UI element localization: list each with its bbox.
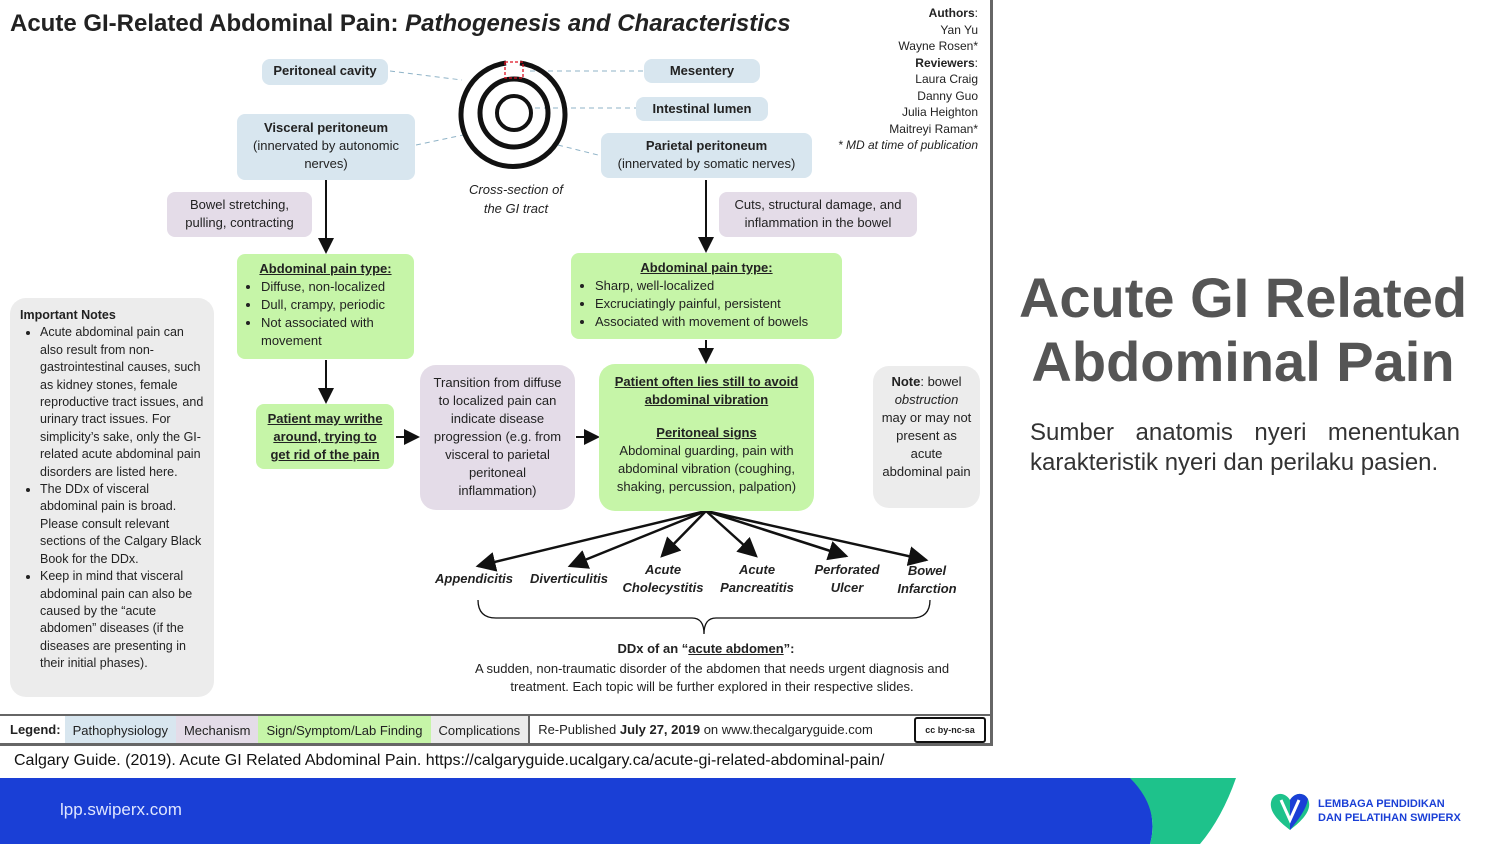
- parietal-pain-type-box: Abdominal pain type: Sharp, well-localiz…: [571, 253, 842, 339]
- parietal-pain-item: Associated with movement of bowels: [595, 313, 836, 331]
- legend-divider: [528, 716, 531, 743]
- note-label: Note: [891, 374, 921, 389]
- reviewer-name: Maitreyi Raman*: [889, 121, 978, 136]
- diagram-connectors: [318, 60, 931, 635]
- legend-complications: Complications: [430, 716, 529, 743]
- peritoneal-signs-text: Abdominal guarding, pain with abdominal …: [616, 443, 797, 494]
- legend-pathophysiology: Pathophysiology: [64, 716, 176, 743]
- credits-note: * MD at time of publication: [837, 138, 978, 152]
- footer-website[interactable]: lpp.swiperx.com: [60, 800, 182, 819]
- parietal-pain-type-title: Abdominal pain type:: [640, 260, 773, 275]
- reviewers-label: Reviewers: [915, 55, 975, 70]
- ddx-title: DDx of an “acute abdomen”:: [500, 641, 912, 656]
- note-text-b: obstruction: [894, 392, 959, 407]
- ddx-title-pre: DDx of an “: [617, 641, 689, 656]
- logo-line1: LEMBAGA PENDIDIKAN: [1318, 798, 1445, 810]
- author-name: Wayne Rosen*: [898, 39, 978, 53]
- visceral-pain-type-title: Abdominal pain type:: [259, 261, 392, 276]
- writhe-sign-text: Patient may writhe around, trying to get…: [267, 411, 383, 462]
- cc-license-icon: cc by-nc-sa: [914, 716, 986, 743]
- parietal-peritoneum-sub: (innervated by somatic nerves): [617, 156, 796, 171]
- ddx-item: Acute Pancreatitis: [720, 562, 794, 595]
- legend-sign: Sign/Symptom/Lab Finding: [258, 716, 431, 743]
- legend-bar: Legend: Pathophysiology Mechanism Sign/S…: [0, 714, 990, 743]
- intestinal-lumen-label: Intestinal lumen: [636, 97, 768, 121]
- poster-title: Acute GI-Related Abdominal Pain: Pathoge…: [10, 10, 870, 38]
- gi-cross-section-icon: [458, 60, 568, 169]
- credits: Authors: Yan Yu Wayne Rosen* Reviewers: …: [778, 5, 978, 154]
- lies-still-sign: Patient often lies still to avoid abdomi…: [614, 374, 799, 407]
- reviewer-name: Danny Guo: [917, 88, 978, 103]
- ddx-title-post: ”:: [783, 641, 795, 656]
- republished-note: Re-Published July 27, 2019 on www.thecal…: [538, 722, 873, 737]
- republished-pre: Re-Published: [538, 722, 620, 737]
- writhe-sign-box: Patient may writhe around, trying to get…: [256, 404, 394, 469]
- poster: Acute GI-Related Abdominal Pain: Pathoge…: [0, 0, 993, 746]
- parietal-peritoneum-box: Parietal peritoneum (innervated by somat…: [601, 133, 812, 178]
- parietal-pain-item: Excruciatingly painful, persistent: [595, 295, 836, 313]
- visceral-peritoneum-sub: (innervated by autonomic nerves): [253, 138, 399, 171]
- visceral-peritoneum-box: Visceral peritoneum (innervated by auton…: [237, 114, 415, 180]
- cross-section-caption: Cross-section of the GI tract: [469, 182, 563, 216]
- peritoneal-signs-title: Peritoneal signs: [656, 425, 757, 440]
- transition-box: Transition from diffuse to localized pai…: [420, 365, 575, 510]
- poster-title-main: Acute GI-Related Abdominal Pain:: [10, 10, 406, 37]
- slide-title: Acute GI Related Abdominal Pain: [1018, 266, 1468, 393]
- visceral-pain-item: Diffuse, non-localized: [261, 278, 408, 296]
- note-text-c: may or may not present as acute abdomina…: [881, 410, 972, 479]
- visceral-pain-item: Not associated with movement: [261, 314, 408, 350]
- footer-shape: [0, 778, 1236, 844]
- obstruction-note-box: Note: bowel obstruction may or may not p…: [873, 366, 980, 508]
- parietal-pain-item: Sharp, well-localized: [595, 277, 836, 295]
- ddx-description: A sudden, non-traumatic disorder of the …: [474, 661, 950, 694]
- important-notes-box: Important Notes Acute abdominal pain can…: [10, 298, 214, 697]
- note-text-a: : bowel: [920, 374, 962, 389]
- important-note-item: Keep in mind that visceral abdominal pai…: [40, 568, 204, 672]
- peritoneal-cavity-label: Peritoneal cavity: [262, 59, 388, 85]
- visceral-pain-type-box: Abdominal pain type: Diffuse, non-locali…: [237, 254, 414, 359]
- logo-line2: DAN PELATIHAN SWIPERX: [1318, 812, 1461, 824]
- heart-logo-icon: [1270, 793, 1310, 830]
- poster-title-sub: Pathogenesis and Characteristics: [405, 10, 791, 37]
- legend-label: Legend:: [10, 722, 61, 737]
- reviewer-name: Laura Craig: [915, 72, 978, 86]
- cc-license-text: cc by-nc-sa: [925, 724, 975, 735]
- important-note-item: The DDx of visceral abdominal pain is br…: [40, 481, 204, 568]
- ddx-item: Appendicitis: [434, 571, 513, 586]
- republished-date: July 27, 2019: [619, 722, 701, 737]
- slide-description: Sumber anatomis nyeri menentukan karakte…: [1030, 419, 1460, 476]
- ddx-item: Perforated Ulcer: [814, 562, 880, 595]
- parietal-peritoneum-title: Parietal peritoneum: [645, 138, 768, 153]
- mesentery-label: Mesentery: [644, 59, 760, 83]
- authors-label: Authors: [928, 6, 975, 20]
- ddx-item: Acute Cholecystitis: [622, 562, 704, 595]
- ddx-title-link: acute abdomen: [688, 641, 784, 656]
- author-name: Yan Yu: [940, 22, 978, 37]
- visceral-pain-item: Dull, crampy, periodic: [261, 296, 408, 314]
- ddx-item: Diverticulitis: [529, 571, 609, 586]
- visceral-peritoneum-title: Visceral peritoneum: [263, 120, 389, 135]
- peritoneal-signs-box: Patient often lies still to avoid abdomi…: [599, 364, 814, 511]
- ddx-item: Bowel Infarction: [897, 563, 957, 596]
- left-mechanism-box: Bowel stretching, pulling, contracting: [167, 192, 312, 237]
- legend-mechanism: Mechanism: [175, 716, 259, 743]
- right-mechanism-box: Cuts, structural damage, and inflammatio…: [719, 192, 917, 237]
- citation: Calgary Guide. (2019). Acute GI Related …: [14, 752, 885, 769]
- reviewer-name: Julia Heighton: [901, 105, 978, 119]
- footer-logo: LEMBAGA PENDIDIKAN DAN PELATIHAN SWIPERX: [1268, 790, 1488, 834]
- republished-post: on www.thecalgaryguide.com: [700, 722, 873, 737]
- important-note-item: Acute abdominal pain can also result fro…: [40, 324, 204, 481]
- important-notes-title: Important Notes: [20, 308, 116, 322]
